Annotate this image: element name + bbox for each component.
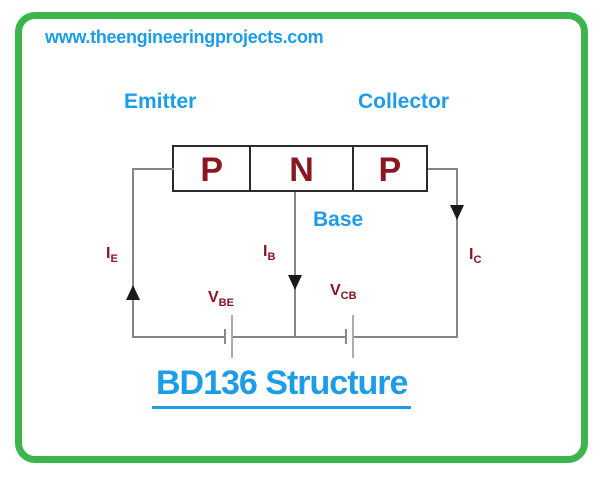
voltage-subscript: BE xyxy=(218,297,234,309)
emitter-current-arrow-up-icon xyxy=(126,285,140,300)
current-symbol: I xyxy=(106,245,111,262)
region-cell-n-base: N xyxy=(251,147,354,190)
collector-wire-horizontal xyxy=(428,168,458,170)
current-subscript: C xyxy=(473,254,482,266)
collector-current-label: IC xyxy=(469,247,481,266)
current-subscript: E xyxy=(110,253,118,265)
battery-vbe-long-plate-icon xyxy=(231,315,233,358)
current-subscript: B xyxy=(267,251,276,263)
diagram-title: BD136 Structure xyxy=(152,364,412,410)
region-cell-p-emitter: P xyxy=(174,147,252,190)
collector-wire-vertical xyxy=(456,168,458,338)
base-label: Base xyxy=(313,208,364,231)
region-letter: P xyxy=(200,150,224,189)
emitter-label: Emitter xyxy=(124,90,197,113)
base-wire-vertical xyxy=(294,192,296,338)
collector-label: Collector xyxy=(358,90,450,113)
voltage-symbol: V xyxy=(208,289,219,306)
emitter-wire-horizontal xyxy=(132,168,174,170)
region-letter: P xyxy=(378,150,402,189)
base-current-label: IB xyxy=(263,244,275,263)
transistor-structure-box: P N P xyxy=(172,145,428,192)
battery-vbe-short-plate-icon xyxy=(224,329,226,344)
region-letter: N xyxy=(289,150,314,189)
collector-current-arrow-down-icon xyxy=(450,205,464,220)
base-current-arrow-down-icon xyxy=(288,275,302,290)
voltage-subscript: CB xyxy=(340,290,357,302)
emitter-current-label: IE xyxy=(106,246,118,265)
battery-vcb-long-plate-icon xyxy=(352,315,354,358)
diagram-border-frame xyxy=(15,12,588,463)
bottom-wire-segment-middle xyxy=(233,336,346,338)
bottom-wire-segment-right xyxy=(354,336,458,338)
vcb-voltage-label: VCB xyxy=(330,283,357,302)
region-cell-p-collector: P xyxy=(354,147,426,190)
emitter-wire-vertical xyxy=(132,168,134,338)
current-symbol: I xyxy=(263,243,268,260)
voltage-symbol: V xyxy=(330,282,341,299)
battery-vcb-short-plate-icon xyxy=(345,329,347,344)
site-url-text: www.theengineeringprojects.com xyxy=(45,27,324,47)
vbe-voltage-label: VBE xyxy=(208,290,234,309)
bottom-wire-segment-left xyxy=(132,336,225,338)
current-symbol: I xyxy=(469,246,474,263)
